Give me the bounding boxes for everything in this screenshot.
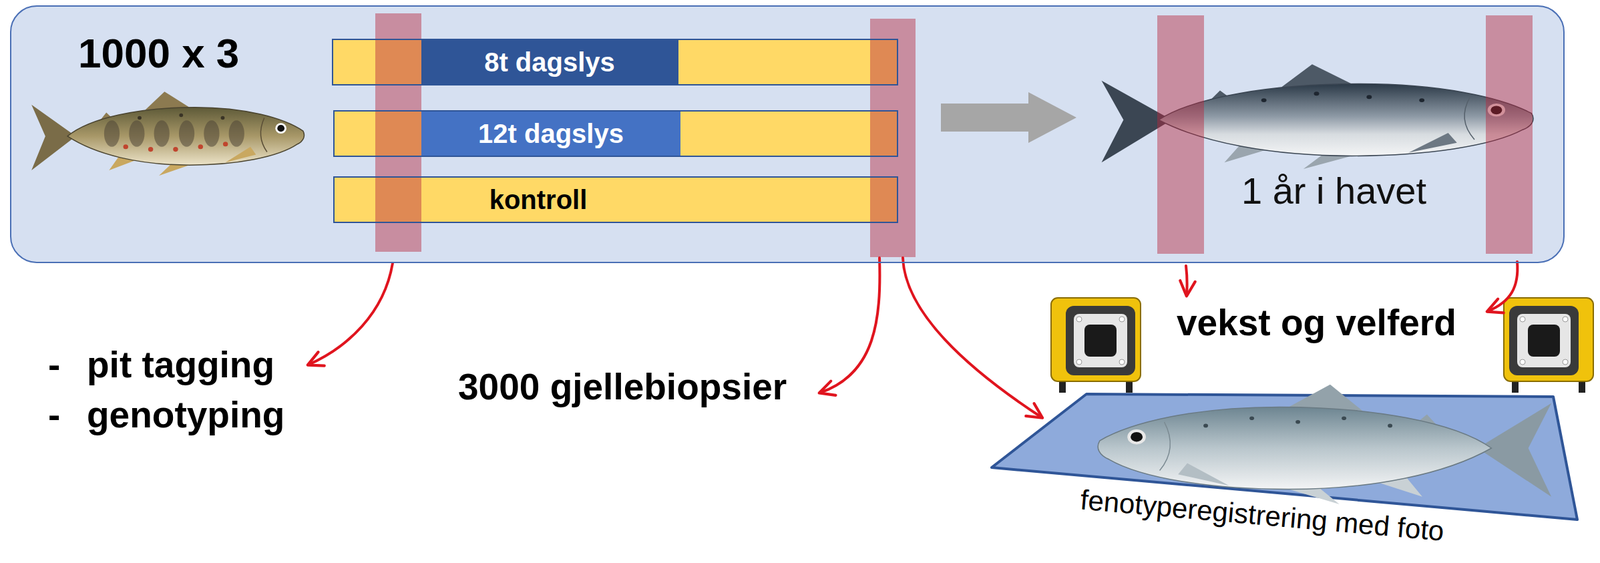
regime-label: kontroll xyxy=(489,184,588,216)
photo-plate: fenotyperegistrering med foto xyxy=(988,390,1583,561)
regime-label: 12t dagslys xyxy=(478,118,624,149)
light-regime-bar: 8t dagslys xyxy=(331,38,899,86)
panel-fill xyxy=(10,5,1565,264)
control-bar: kontroll xyxy=(333,176,899,224)
bullet-dash: - xyxy=(48,393,61,437)
regime-label: 8t dagslys xyxy=(484,46,616,78)
sample-group-panel: 8t dagslys 12t dagslys kontroll 1000 x 3 1 å… xyxy=(10,5,1565,264)
transfer-arrow xyxy=(940,92,1077,143)
bullet-dash: - xyxy=(48,343,61,386)
measurement-label: vekst og velferd xyxy=(1176,301,1457,344)
step-label: pit tagging xyxy=(86,343,275,386)
camera-icon xyxy=(1503,297,1594,393)
parr-fish xyxy=(31,91,304,176)
light-regime-bar: 12t dagslys xyxy=(333,110,899,157)
sea-phase-label: 1 år i havet xyxy=(1241,169,1427,213)
group-count: 1000 x 3 xyxy=(78,29,240,77)
sampling-bands xyxy=(375,13,1533,258)
sampling-label: 3000 gjellebiopsier xyxy=(458,365,787,409)
camera-icon xyxy=(1051,297,1141,393)
photo-plate-shape xyxy=(988,390,1583,561)
step-label: genotyping xyxy=(86,393,285,437)
red-leader-arrows xyxy=(308,257,1518,418)
